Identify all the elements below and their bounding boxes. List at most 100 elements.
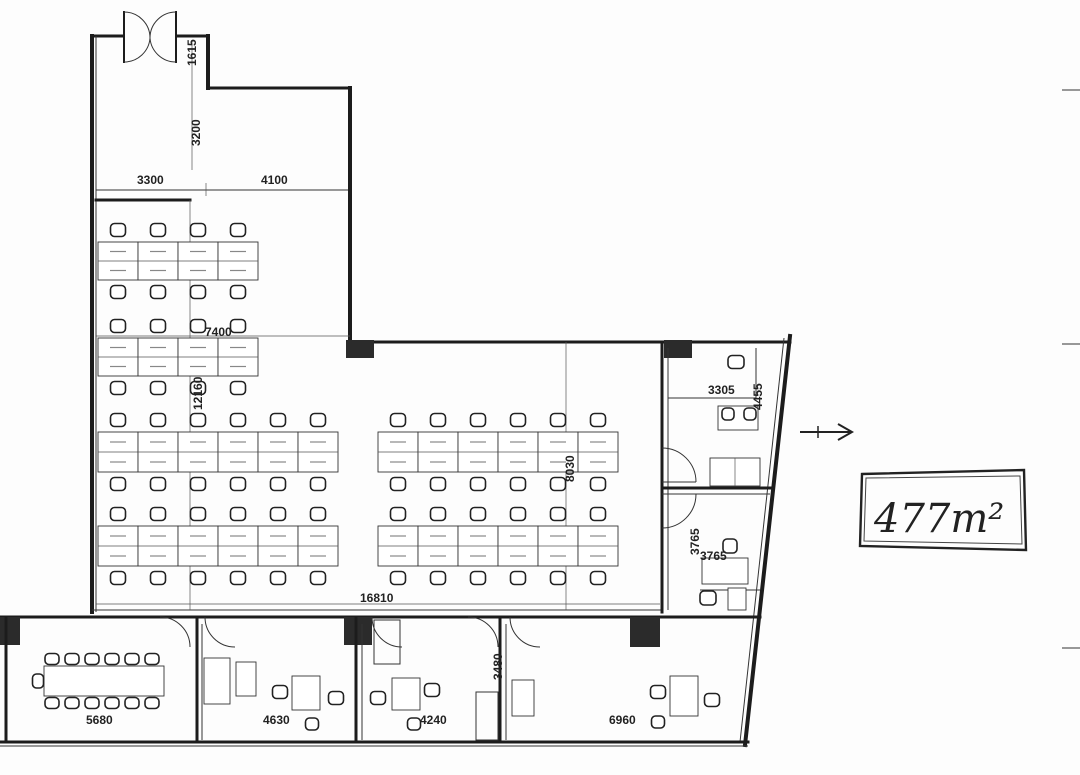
chair (269, 476, 287, 492)
door-swing (123, 11, 151, 39)
wall-right-inner (739, 337, 785, 743)
chair (327, 690, 345, 706)
chair (189, 318, 207, 334)
chair (549, 412, 567, 428)
chair (84, 696, 100, 710)
pillar (0, 617, 20, 645)
chair (509, 412, 527, 428)
chair (149, 570, 167, 586)
chair (429, 476, 447, 492)
chair (589, 570, 607, 586)
side-table (235, 661, 257, 697)
dim-workarea-height: 12160 (191, 376, 205, 410)
chair (64, 652, 80, 666)
area-box-inner (863, 475, 1023, 545)
chair (229, 380, 247, 396)
chair (109, 570, 127, 586)
chair (109, 412, 127, 428)
door-swing (661, 447, 697, 483)
door-swing (509, 616, 541, 648)
pillar (346, 340, 374, 358)
chair (144, 696, 160, 710)
margin-marks (1062, 89, 1080, 649)
chair (109, 506, 127, 522)
furniture-layer (31, 222, 761, 731)
dim-office-lower-height: 3765 (688, 528, 702, 555)
chair (109, 476, 127, 492)
entrance-door (123, 11, 177, 63)
chair (104, 652, 120, 666)
chair (589, 412, 607, 428)
pillar (344, 617, 372, 645)
dim-office-c-height: 3480 (491, 653, 505, 680)
chair (721, 407, 735, 421)
chair (389, 506, 407, 522)
arrow-head-icon (837, 423, 855, 441)
dim-span-right: 4100 (261, 173, 288, 187)
dim-office-d: 6960 (609, 713, 636, 727)
chair (124, 652, 140, 666)
dim-office-lower-width: 3765 (700, 549, 727, 563)
pillar (664, 340, 692, 358)
door-swing (204, 616, 236, 648)
chair (31, 673, 45, 689)
chair (309, 506, 327, 522)
chair (269, 412, 287, 428)
dim-room-width: 3305 (708, 383, 735, 397)
dim-span-left: 3300 (137, 173, 164, 187)
door-swing (149, 37, 177, 63)
chair (269, 570, 287, 586)
area-label: 477m² (873, 496, 1004, 542)
dim-entrance-depth: 1615 (185, 39, 199, 66)
door-swing (371, 616, 403, 648)
office-desk (669, 675, 699, 717)
dimension-labels: 1615 3200 3300 4100 7400 12160 3305 4455… (86, 39, 765, 727)
chair (703, 692, 721, 708)
dim-corridor-depth: 3200 (189, 119, 203, 146)
chair (727, 354, 745, 370)
chair (229, 412, 247, 428)
outer-walls (0, 34, 793, 748)
chair (369, 690, 387, 706)
chair (743, 407, 757, 421)
chair (699, 590, 717, 606)
chair (189, 284, 207, 300)
chair (509, 506, 527, 522)
chair (469, 412, 487, 428)
chair (469, 570, 487, 586)
chair (144, 652, 160, 666)
area-annotation: 477m² (800, 423, 1028, 552)
pillars (0, 340, 692, 647)
chair (509, 570, 527, 586)
dimension-lines (96, 40, 660, 605)
chair (104, 696, 120, 710)
dim-room-height: 4455 (751, 383, 765, 410)
chair (149, 318, 167, 334)
chair (44, 652, 60, 666)
wall-right-slanted (742, 333, 793, 748)
chair (589, 506, 607, 522)
dim-office-a: 4630 (263, 713, 290, 727)
chair (149, 284, 167, 300)
dim-meeting-room: 5680 (86, 713, 113, 727)
chair (149, 412, 167, 428)
chair (109, 222, 127, 238)
chair (109, 380, 127, 396)
area-box (858, 468, 1028, 552)
sofa (203, 657, 231, 705)
chair (309, 476, 327, 492)
chair (149, 476, 167, 492)
door-swing (467, 616, 499, 648)
cabinet (475, 691, 499, 741)
chair (149, 380, 167, 396)
chair (589, 476, 607, 492)
chair (549, 570, 567, 586)
chair (309, 570, 327, 586)
chair (429, 570, 447, 586)
dim-aisle: 8030 (563, 455, 577, 482)
chair (229, 506, 247, 522)
chair (149, 222, 167, 238)
door-swing (149, 11, 177, 39)
